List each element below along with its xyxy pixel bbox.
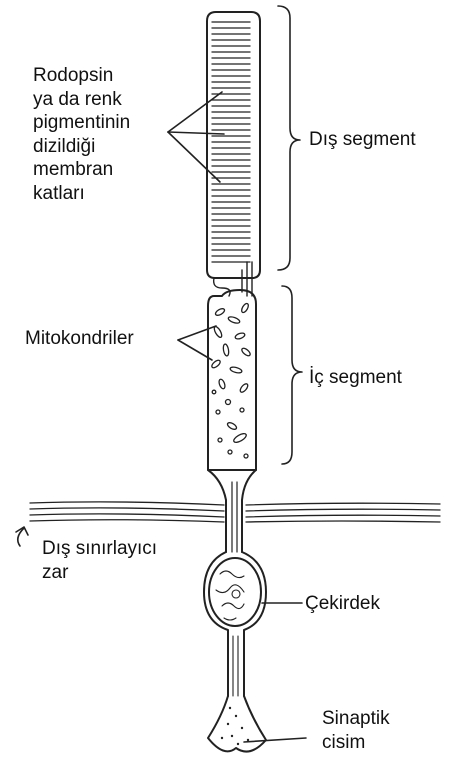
rhodopsin-label-line-6: katları [33,182,130,206]
rhodopsin-label-line-5: membran [33,158,130,182]
synaptic-pointer [244,738,306,742]
nucleus-label: Çekirdek [305,592,380,616]
inner-segment-brace [282,286,302,464]
rhodopsin-label: Rodopsin ya da renk pigmentinin dizildiğ… [33,64,130,205]
rhodopsin-label-line-4: dizildiği [33,135,130,159]
synaptic-terminal [208,696,266,752]
outer-limiting-label-line-2: zar [42,561,157,585]
nucleus-shape [209,558,261,626]
mitochondria-pointers [178,326,216,360]
outer-segment-brace [278,6,300,270]
synaptic-body-label: Sinaptik cisim [322,707,390,754]
rhodopsin-label-line-3: pigmentinin [33,111,130,135]
outer-segment-label: Dış segment [309,128,416,152]
rhodopsin-label-line-1: Rodopsin [33,64,130,88]
inner-segment-label: İç segment [309,366,402,390]
synaptic-label-line-2: cisim [322,731,390,755]
outer-limiting-label-line-1: Dış sınırlayıcı [42,537,157,561]
cell-body [204,552,266,696]
mitochondria-label: Mitokondriler [25,327,134,351]
rhodopsin-label-line-2: ya da renk [33,88,130,112]
synaptic-label-line-1: Sinaptik [322,707,390,731]
outer-limiting-membrane-label: Dış sınırlayıcı zar [42,537,157,584]
outer-segment [207,12,260,278]
inner-segment [208,290,256,470]
outer-limiting-membrane-band [30,502,440,522]
